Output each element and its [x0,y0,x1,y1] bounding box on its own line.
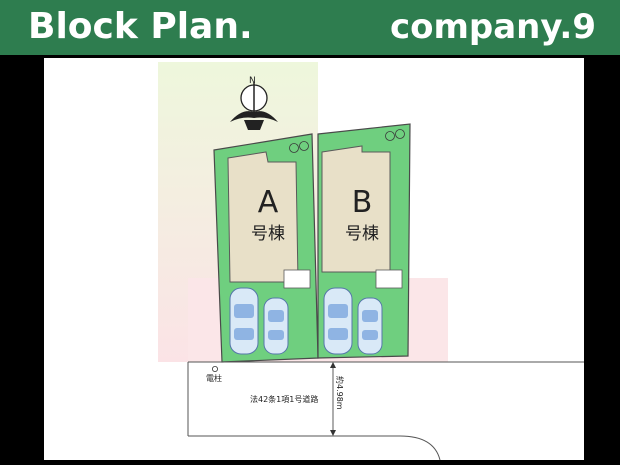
car-b-1 [323,287,353,355]
lot-a-label: 号棟 [251,224,285,244]
block-plan-panel: N A 号棟 B 号棟 電柱 法42条1項1号道路 約4.98m [44,58,584,460]
lot-b-letter: B [351,185,373,220]
compass-north-label: N [249,76,256,86]
house-b-entrance [375,269,403,289]
house-b [321,145,391,273]
dimension-arrow-top [330,362,336,368]
house-a-entrance [283,269,311,289]
page-title: Block Plan. [28,6,253,47]
car-b-2 [357,297,383,355]
utility-pole-label: 電柱 [206,374,222,383]
company-name: company.9 [389,7,596,47]
tree-a-1 [289,143,299,153]
car-a-2 [263,297,289,355]
lot-b-label: 号棟 [345,224,379,244]
site-plan-drawing [158,62,584,460]
road-edge-bottom [188,435,441,460]
header-banner: Block Plan. company.9 [0,0,620,55]
car-a-1 [229,287,259,355]
north-compass-icon [230,82,278,130]
road-width-label: 約4.98m [335,376,344,410]
tree-b-1 [385,131,395,141]
lot-a-letter: A [257,185,279,220]
dimension-arrow-bottom [330,430,336,436]
tree-b-2 [395,129,405,139]
utility-pole-marker [211,365,218,372]
house-a [227,151,299,283]
tree-a-2 [299,141,309,151]
road-classification-label: 法42条1項1号道路 [250,395,319,404]
